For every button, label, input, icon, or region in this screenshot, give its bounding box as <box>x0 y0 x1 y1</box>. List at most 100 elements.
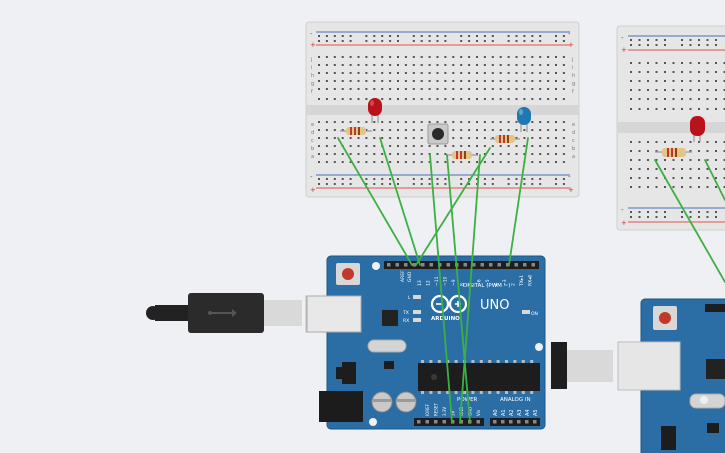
hole[interactable] <box>555 64 557 66</box>
hole[interactable] <box>491 35 494 37</box>
hole[interactable] <box>365 121 368 123</box>
hole[interactable] <box>555 80 557 82</box>
header-pin[interactable] <box>489 263 493 267</box>
hole[interactable] <box>531 129 534 131</box>
hole[interactable] <box>436 72 439 74</box>
hole[interactable] <box>404 121 407 123</box>
hole[interactable] <box>647 62 649 64</box>
hole[interactable] <box>515 121 518 123</box>
hole[interactable] <box>681 39 683 41</box>
hole[interactable] <box>460 35 463 37</box>
hole[interactable] <box>468 80 471 82</box>
hole[interactable] <box>483 161 486 163</box>
hole[interactable] <box>647 39 649 41</box>
hole[interactable] <box>531 56 534 58</box>
hole[interactable] <box>460 98 463 100</box>
hole[interactable] <box>698 177 700 179</box>
hole[interactable] <box>373 40 376 42</box>
hole[interactable] <box>547 88 550 90</box>
hole[interactable] <box>555 40 557 42</box>
hole[interactable] <box>476 178 478 180</box>
hole[interactable] <box>706 62 709 64</box>
hole[interactable] <box>647 108 649 110</box>
hole[interactable] <box>381 129 384 131</box>
hole[interactable] <box>373 137 376 139</box>
blue-led[interactable] <box>517 107 531 132</box>
hole[interactable] <box>647 80 649 82</box>
hole[interactable] <box>341 35 344 37</box>
header-pin[interactable] <box>442 420 447 424</box>
hole[interactable] <box>723 159 725 161</box>
hole[interactable] <box>412 56 415 58</box>
hole[interactable] <box>647 159 649 161</box>
hole[interactable] <box>444 35 447 37</box>
header-pin[interactable] <box>517 420 521 424</box>
hole[interactable] <box>436 80 439 82</box>
hole[interactable] <box>672 108 675 110</box>
hole[interactable] <box>357 80 360 82</box>
hole[interactable] <box>483 72 486 74</box>
hole[interactable] <box>428 121 431 123</box>
wire[interactable] <box>654 159 725 283</box>
hole[interactable] <box>715 177 717 179</box>
hole[interactable] <box>647 186 649 188</box>
hole[interactable] <box>389 153 392 155</box>
hole[interactable] <box>672 98 675 100</box>
hole[interactable] <box>562 153 565 155</box>
hole[interactable] <box>715 62 717 64</box>
hole[interactable] <box>523 64 526 66</box>
hole[interactable] <box>468 161 471 163</box>
hole[interactable] <box>655 150 658 152</box>
hole[interactable] <box>397 137 399 139</box>
hole[interactable] <box>428 72 431 74</box>
hole[interactable] <box>333 178 336 180</box>
hole[interactable] <box>476 72 478 74</box>
hole[interactable] <box>381 56 384 58</box>
hole[interactable] <box>499 161 502 163</box>
hole[interactable] <box>476 56 478 58</box>
hole[interactable] <box>333 137 336 139</box>
hole[interactable] <box>349 88 352 90</box>
hole[interactable] <box>630 168 632 170</box>
hole[interactable] <box>373 88 376 90</box>
hole[interactable] <box>381 88 384 90</box>
hole[interactable] <box>404 56 407 58</box>
hole[interactable] <box>706 44 709 46</box>
hole[interactable] <box>476 153 478 155</box>
hole[interactable] <box>515 153 518 155</box>
hole[interactable] <box>689 108 692 110</box>
hole[interactable] <box>638 62 641 64</box>
hole[interactable] <box>452 121 455 123</box>
hole[interactable] <box>476 129 478 131</box>
hole[interactable] <box>531 153 534 155</box>
hole[interactable] <box>397 183 399 185</box>
hole[interactable] <box>341 40 344 42</box>
header-pin[interactable] <box>421 263 425 267</box>
hole[interactable] <box>689 62 692 64</box>
hole[interactable] <box>681 98 683 100</box>
hole[interactable] <box>664 141 666 143</box>
wire[interactable] <box>379 137 421 266</box>
hole[interactable] <box>397 98 399 100</box>
breadboard-secondary[interactable]: - + - + <box>616 25 725 231</box>
hole[interactable] <box>523 88 526 90</box>
hole[interactable] <box>373 183 376 185</box>
hole[interactable] <box>483 129 486 131</box>
hole[interactable] <box>476 137 478 139</box>
hole[interactable] <box>357 153 360 155</box>
hole[interactable] <box>333 183 336 185</box>
hole[interactable] <box>420 40 423 42</box>
hole[interactable] <box>373 129 376 131</box>
hole[interactable] <box>483 88 486 90</box>
bottom-pin-holes[interactable] <box>417 420 537 424</box>
header-pin[interactable] <box>501 420 505 424</box>
hole[interactable] <box>638 216 641 218</box>
hole[interactable] <box>428 80 431 82</box>
hole[interactable] <box>706 150 709 152</box>
hole[interactable] <box>349 153 352 155</box>
hole[interactable] <box>630 89 632 91</box>
hole[interactable] <box>547 121 550 123</box>
hole[interactable] <box>373 161 376 163</box>
hole[interactable] <box>373 178 376 180</box>
hole[interactable] <box>630 211 632 213</box>
